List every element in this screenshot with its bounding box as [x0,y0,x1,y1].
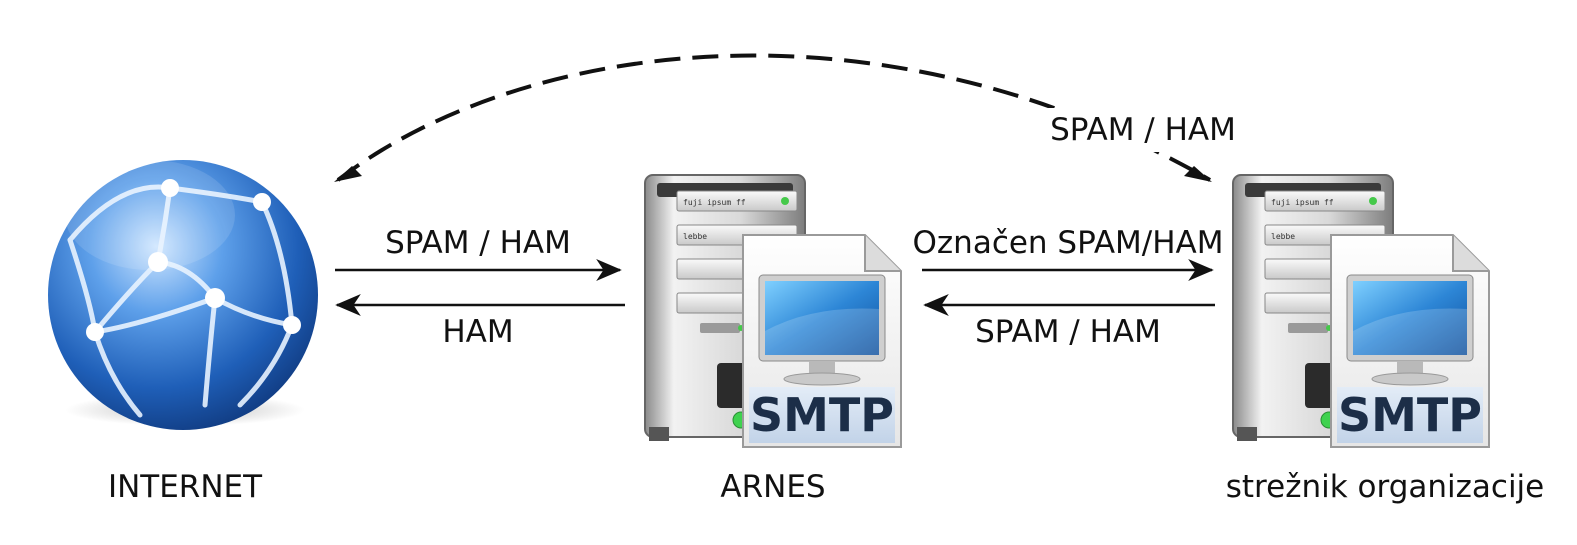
dashed-arc-label: SPAM / HAM [1050,112,1236,148]
svg-text:lebbe: lebbe [1271,232,1295,241]
globe-icon [48,160,318,430]
label-internet-to-arnes: SPAM / HAM [385,225,571,261]
organization-smtp-badge: SMTP [1338,388,1482,442]
internet-node: INTERNET [48,160,318,505]
internet-label: INTERNET [108,469,263,505]
server-icon: fuji ipsum ff lebbe SMTP [1232,174,1490,448]
svg-text:fuji ipsum ff: fuji ipsum ff [683,198,746,207]
arnes-node: fuji ipsum ff lebbe SMTP [644,174,902,505]
dashed-arc-head-left [334,166,362,182]
arnes-label: ARNES [720,469,825,505]
label-org-to-arnes: SPAM / HAM [975,314,1161,350]
organization-label: strežnik organizacije [1226,469,1545,505]
label-arnes-to-org: Označen SPAM/HAM [913,225,1224,261]
organization-node: fuji ipsum ff lebbe SMTP str [1226,174,1545,505]
arnes-smtp-badge: SMTP [750,388,894,442]
svg-text:fuji ipsum ff: fuji ipsum ff [1271,198,1334,207]
svg-text:lebbe: lebbe [683,232,707,241]
server-icon: fuji ipsum ff lebbe SMTP [644,174,902,448]
dashed-arc-head-right [1184,166,1212,182]
label-arnes-to-internet: HAM [442,314,513,350]
